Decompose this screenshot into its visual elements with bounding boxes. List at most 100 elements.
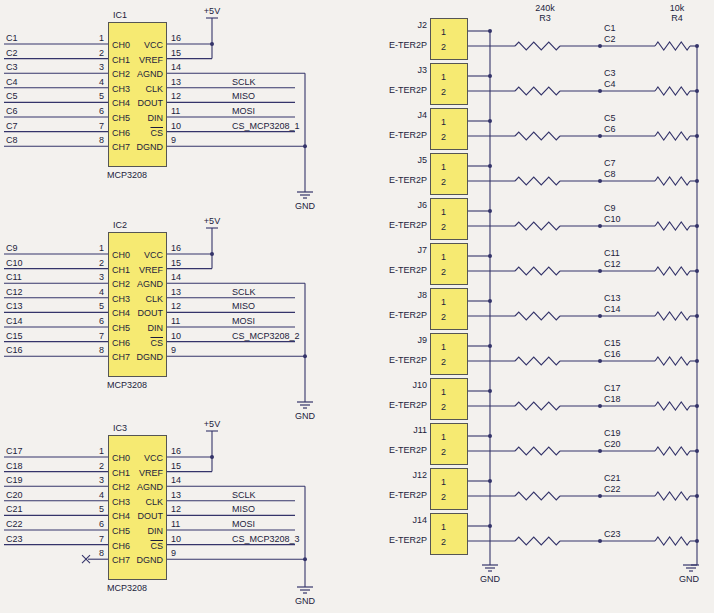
pin-number: 11 <box>171 316 180 326</box>
wire <box>4 456 108 457</box>
wire <box>468 405 515 406</box>
pin-name: DIN <box>148 323 164 333</box>
pin-number: 13 <box>171 77 181 87</box>
wire <box>468 30 490 31</box>
pin-number: 7 <box>99 331 104 341</box>
wire <box>4 356 108 357</box>
pin-name: CH7 <box>112 142 130 152</box>
wire <box>211 18 212 59</box>
pin-number: 5 <box>99 91 104 101</box>
no-connect <box>82 555 90 563</box>
resistor-symbol <box>515 312 560 320</box>
pin-number: 15 <box>171 258 181 268</box>
ground-label: GND <box>295 201 315 211</box>
connector-part: E-TER2P <box>389 355 427 365</box>
connector-ref: J4 <box>417 110 427 120</box>
pin-number: 2 <box>441 402 446 412</box>
pin-name: VCC <box>144 250 163 260</box>
pin-number: 8 <box>99 135 104 145</box>
net-label: C20 <box>604 439 621 449</box>
wire <box>468 495 515 496</box>
pin-number: 16 <box>171 243 181 253</box>
chip-ref: IC1 <box>113 10 127 20</box>
chip-ref: IC2 <box>113 220 127 230</box>
ground-symbol <box>300 194 310 195</box>
wire <box>4 500 108 501</box>
wire <box>468 270 515 271</box>
wire <box>468 255 490 256</box>
connector-ref: J2 <box>417 20 427 30</box>
connector-part: E-TER2P <box>389 130 427 140</box>
pin-number: 2 <box>441 447 446 457</box>
net-label: C2 <box>6 48 18 58</box>
pin-number: 1 <box>99 446 104 456</box>
wire <box>4 73 108 74</box>
resistor-symbol <box>515 402 560 410</box>
pin-number: 2 <box>441 222 446 232</box>
net-label: C11 <box>6 272 22 282</box>
wire <box>696 46 697 565</box>
adc-chip: IC3CH0CH1CH2CH3CH4CH5CH6CH7VCCVREFAGNDCL… <box>108 435 167 580</box>
wire <box>468 75 490 76</box>
pin-number: 1 <box>99 243 104 253</box>
junction-dot <box>598 404 602 408</box>
wire <box>167 87 295 88</box>
pin-name: VREF <box>139 468 163 478</box>
ground-symbol <box>300 589 310 590</box>
pin-name: CH3 <box>112 294 130 304</box>
pin-number: 15 <box>171 461 181 471</box>
net-label: C7 <box>604 158 616 168</box>
net-label: C15 <box>604 338 621 348</box>
wire <box>468 540 515 541</box>
pin-number: 9 <box>171 135 176 145</box>
connector-ref: J12 <box>412 470 427 480</box>
terminal-block: J5E-TER2P12 <box>430 153 468 195</box>
pin-name: CS <box>150 128 163 138</box>
wire <box>468 480 490 481</box>
ground-label: GND <box>295 596 315 606</box>
pin-name: CH1 <box>112 468 130 478</box>
wire <box>167 341 295 342</box>
net-label: C17 <box>6 446 23 456</box>
wire <box>468 165 490 166</box>
net-label: C14 <box>6 316 23 326</box>
net-label: C22 <box>6 519 23 529</box>
junction-dot <box>598 44 602 48</box>
pin-number: 11 <box>171 519 180 529</box>
ground-symbol <box>482 564 498 565</box>
pin-number: 8 <box>99 345 104 355</box>
connector-ref: J11 <box>413 425 427 435</box>
net-label: C6 <box>604 124 616 134</box>
pin-number: 2 <box>441 132 446 142</box>
wire <box>206 227 218 228</box>
wire <box>167 544 295 545</box>
wire <box>560 135 655 136</box>
net-label: C16 <box>6 345 23 355</box>
pin-number: 2 <box>441 357 446 367</box>
resistor-symbol <box>515 267 560 275</box>
resistor-symbol <box>515 42 560 50</box>
net-label: C20 <box>6 490 23 500</box>
ground-symbol <box>683 564 699 565</box>
resistor-symbol <box>655 42 690 50</box>
pin-name: DGND <box>137 352 164 362</box>
pin-number: 2 <box>441 42 446 52</box>
wire <box>468 360 515 361</box>
terminal-block: J7E-TER2P12 <box>430 243 468 285</box>
pin-number: 2 <box>441 267 446 277</box>
terminal-block: J11E-TER2P12 <box>430 423 468 465</box>
wire <box>4 116 108 117</box>
ground-symbol <box>303 197 307 198</box>
wire <box>468 315 515 316</box>
pin-name: AGND <box>137 69 163 79</box>
pin-name: DOUT <box>138 511 164 521</box>
resistor-value: 240k <box>535 3 555 13</box>
pin-name: CH1 <box>112 55 130 65</box>
net-label: C1 <box>6 33 18 43</box>
resistor-ref: R3 <box>539 13 551 23</box>
pin-name: CH2 <box>112 482 130 492</box>
terminal-block: J8E-TER2P12 <box>430 288 468 330</box>
net-label: C8 <box>6 135 18 145</box>
wire <box>167 456 212 457</box>
no-connect <box>82 555 90 563</box>
